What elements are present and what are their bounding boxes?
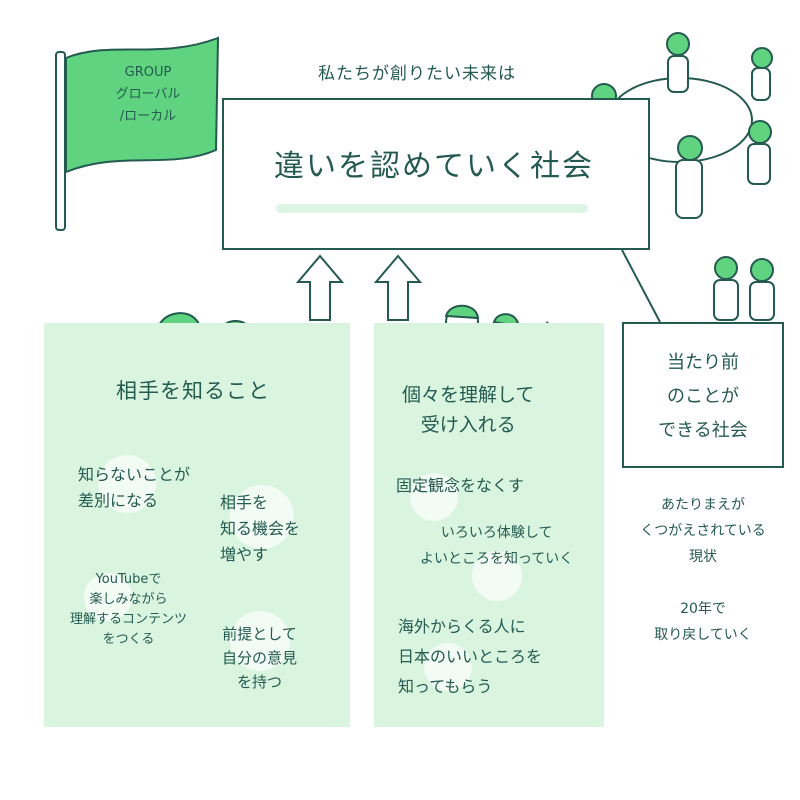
middle-note-2: いろいろ体験して よいところを知っていく	[420, 525, 574, 567]
right-note-1: あたりまえが くつがえされている 現状	[640, 497, 766, 565]
middle-note-1: 固定観念をなくす	[396, 476, 525, 495]
flag-label: GROUP グローバル /ローカル	[115, 65, 181, 124]
two-people-icon	[713, 256, 775, 321]
left-note-3: YouTubeで 楽しみながら 理解するコンテンツ をつくる	[70, 572, 188, 647]
future-box: 違いを認めていく社会	[222, 98, 650, 250]
title-highlight	[276, 204, 588, 213]
right-note-2: 20年で 取り戻していく	[654, 601, 752, 643]
right-box-text: 当たり前 のことが できる社会	[658, 352, 748, 441]
up-arrow-icon	[295, 254, 345, 321]
connector-line	[621, 249, 661, 323]
middle-panel-heading: 個々を理解して 受け入れる	[402, 384, 535, 436]
future-caption: 私たちが創りたい未来は	[318, 64, 516, 84]
future-title: 違いを認めていく社会	[274, 149, 594, 184]
up-arrow-icon	[373, 254, 423, 321]
left-panel-heading: 相手を知ること	[116, 379, 270, 403]
flag-icon	[55, 36, 220, 231]
left-note-4: 前提として 自分の意見 を持つ	[222, 625, 298, 691]
middle-panel	[374, 323, 604, 727]
middle-note-3: 海外からくる人に 日本のいいところを 知ってもらう	[398, 617, 543, 696]
left-note-2: 相手を 知る機会を 増やす	[220, 493, 301, 564]
left-note-1: 知らないことが 差別になる	[78, 465, 191, 510]
left-panel	[44, 323, 350, 727]
right-box: 当たり前 のことが できる社会	[622, 322, 784, 468]
